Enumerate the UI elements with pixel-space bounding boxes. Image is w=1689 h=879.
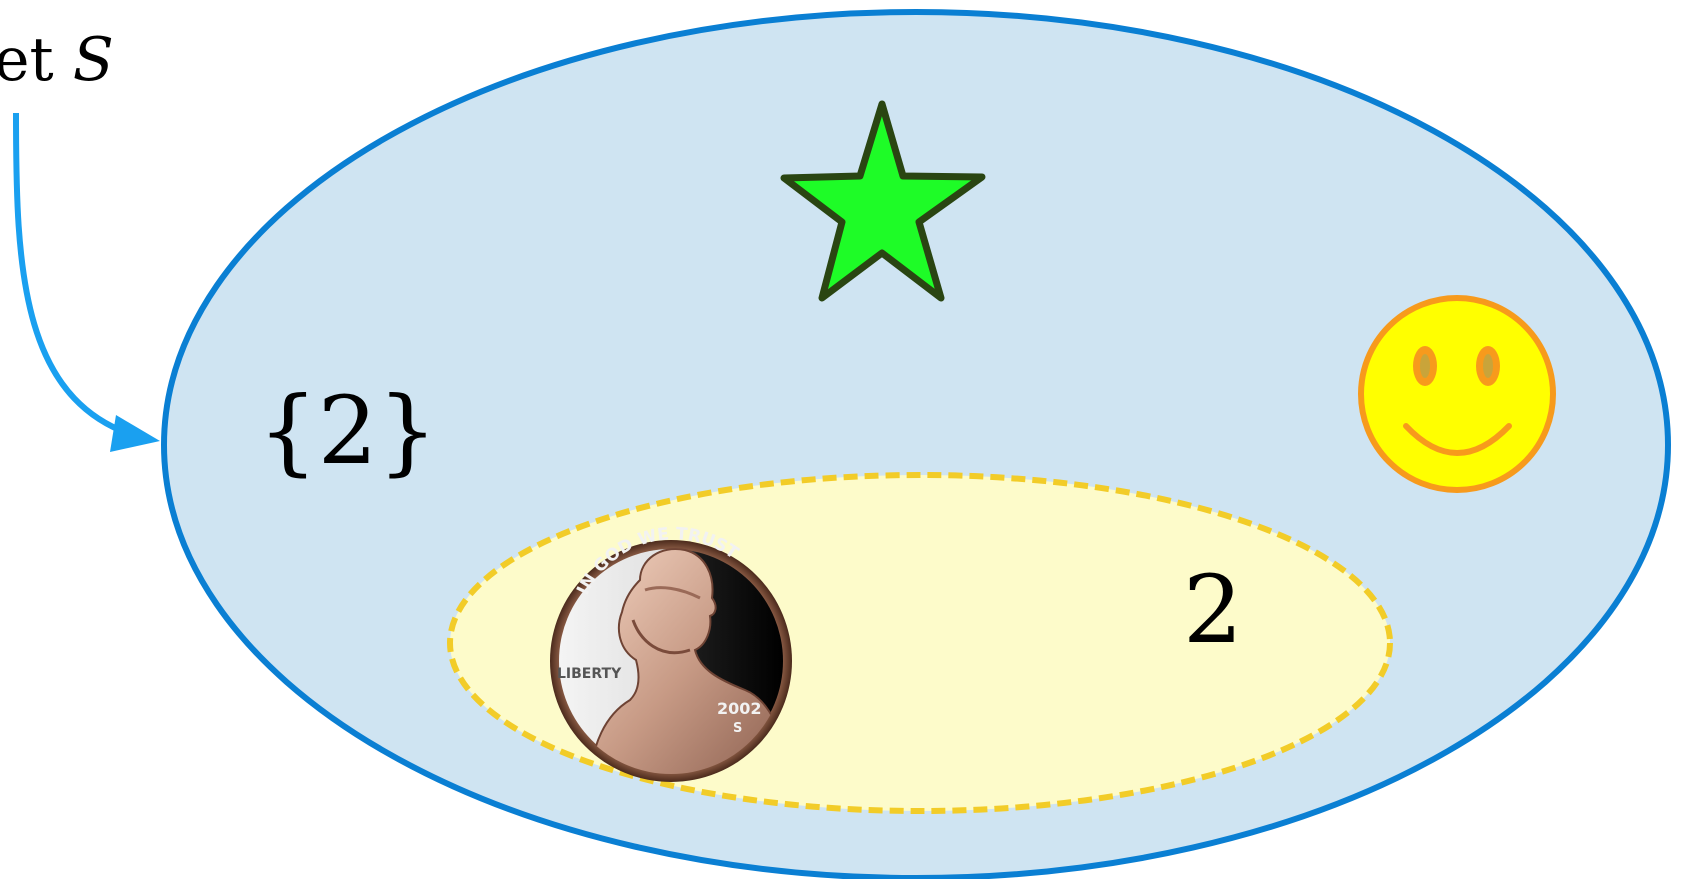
set-label-prefix: et [0, 25, 73, 95]
element-label: 2 [1183, 556, 1243, 665]
smiley-face-icon [1358, 295, 1556, 493]
pointer-arrow [13, 112, 152, 444]
coin-mint: S [733, 721, 742, 736]
penny-coin-icon: IN GOD WE TRUST LIBERTY 2002 S [550, 524, 792, 782]
coin-liberty: LIBERTY [557, 666, 622, 682]
set-label: et S [0, 25, 114, 95]
arrow-head [110, 415, 160, 452]
coin-year: 2002 [717, 699, 762, 718]
set-notation: {2} [258, 377, 437, 486]
star-icon [780, 100, 986, 302]
set-label-variable: S [73, 25, 114, 95]
